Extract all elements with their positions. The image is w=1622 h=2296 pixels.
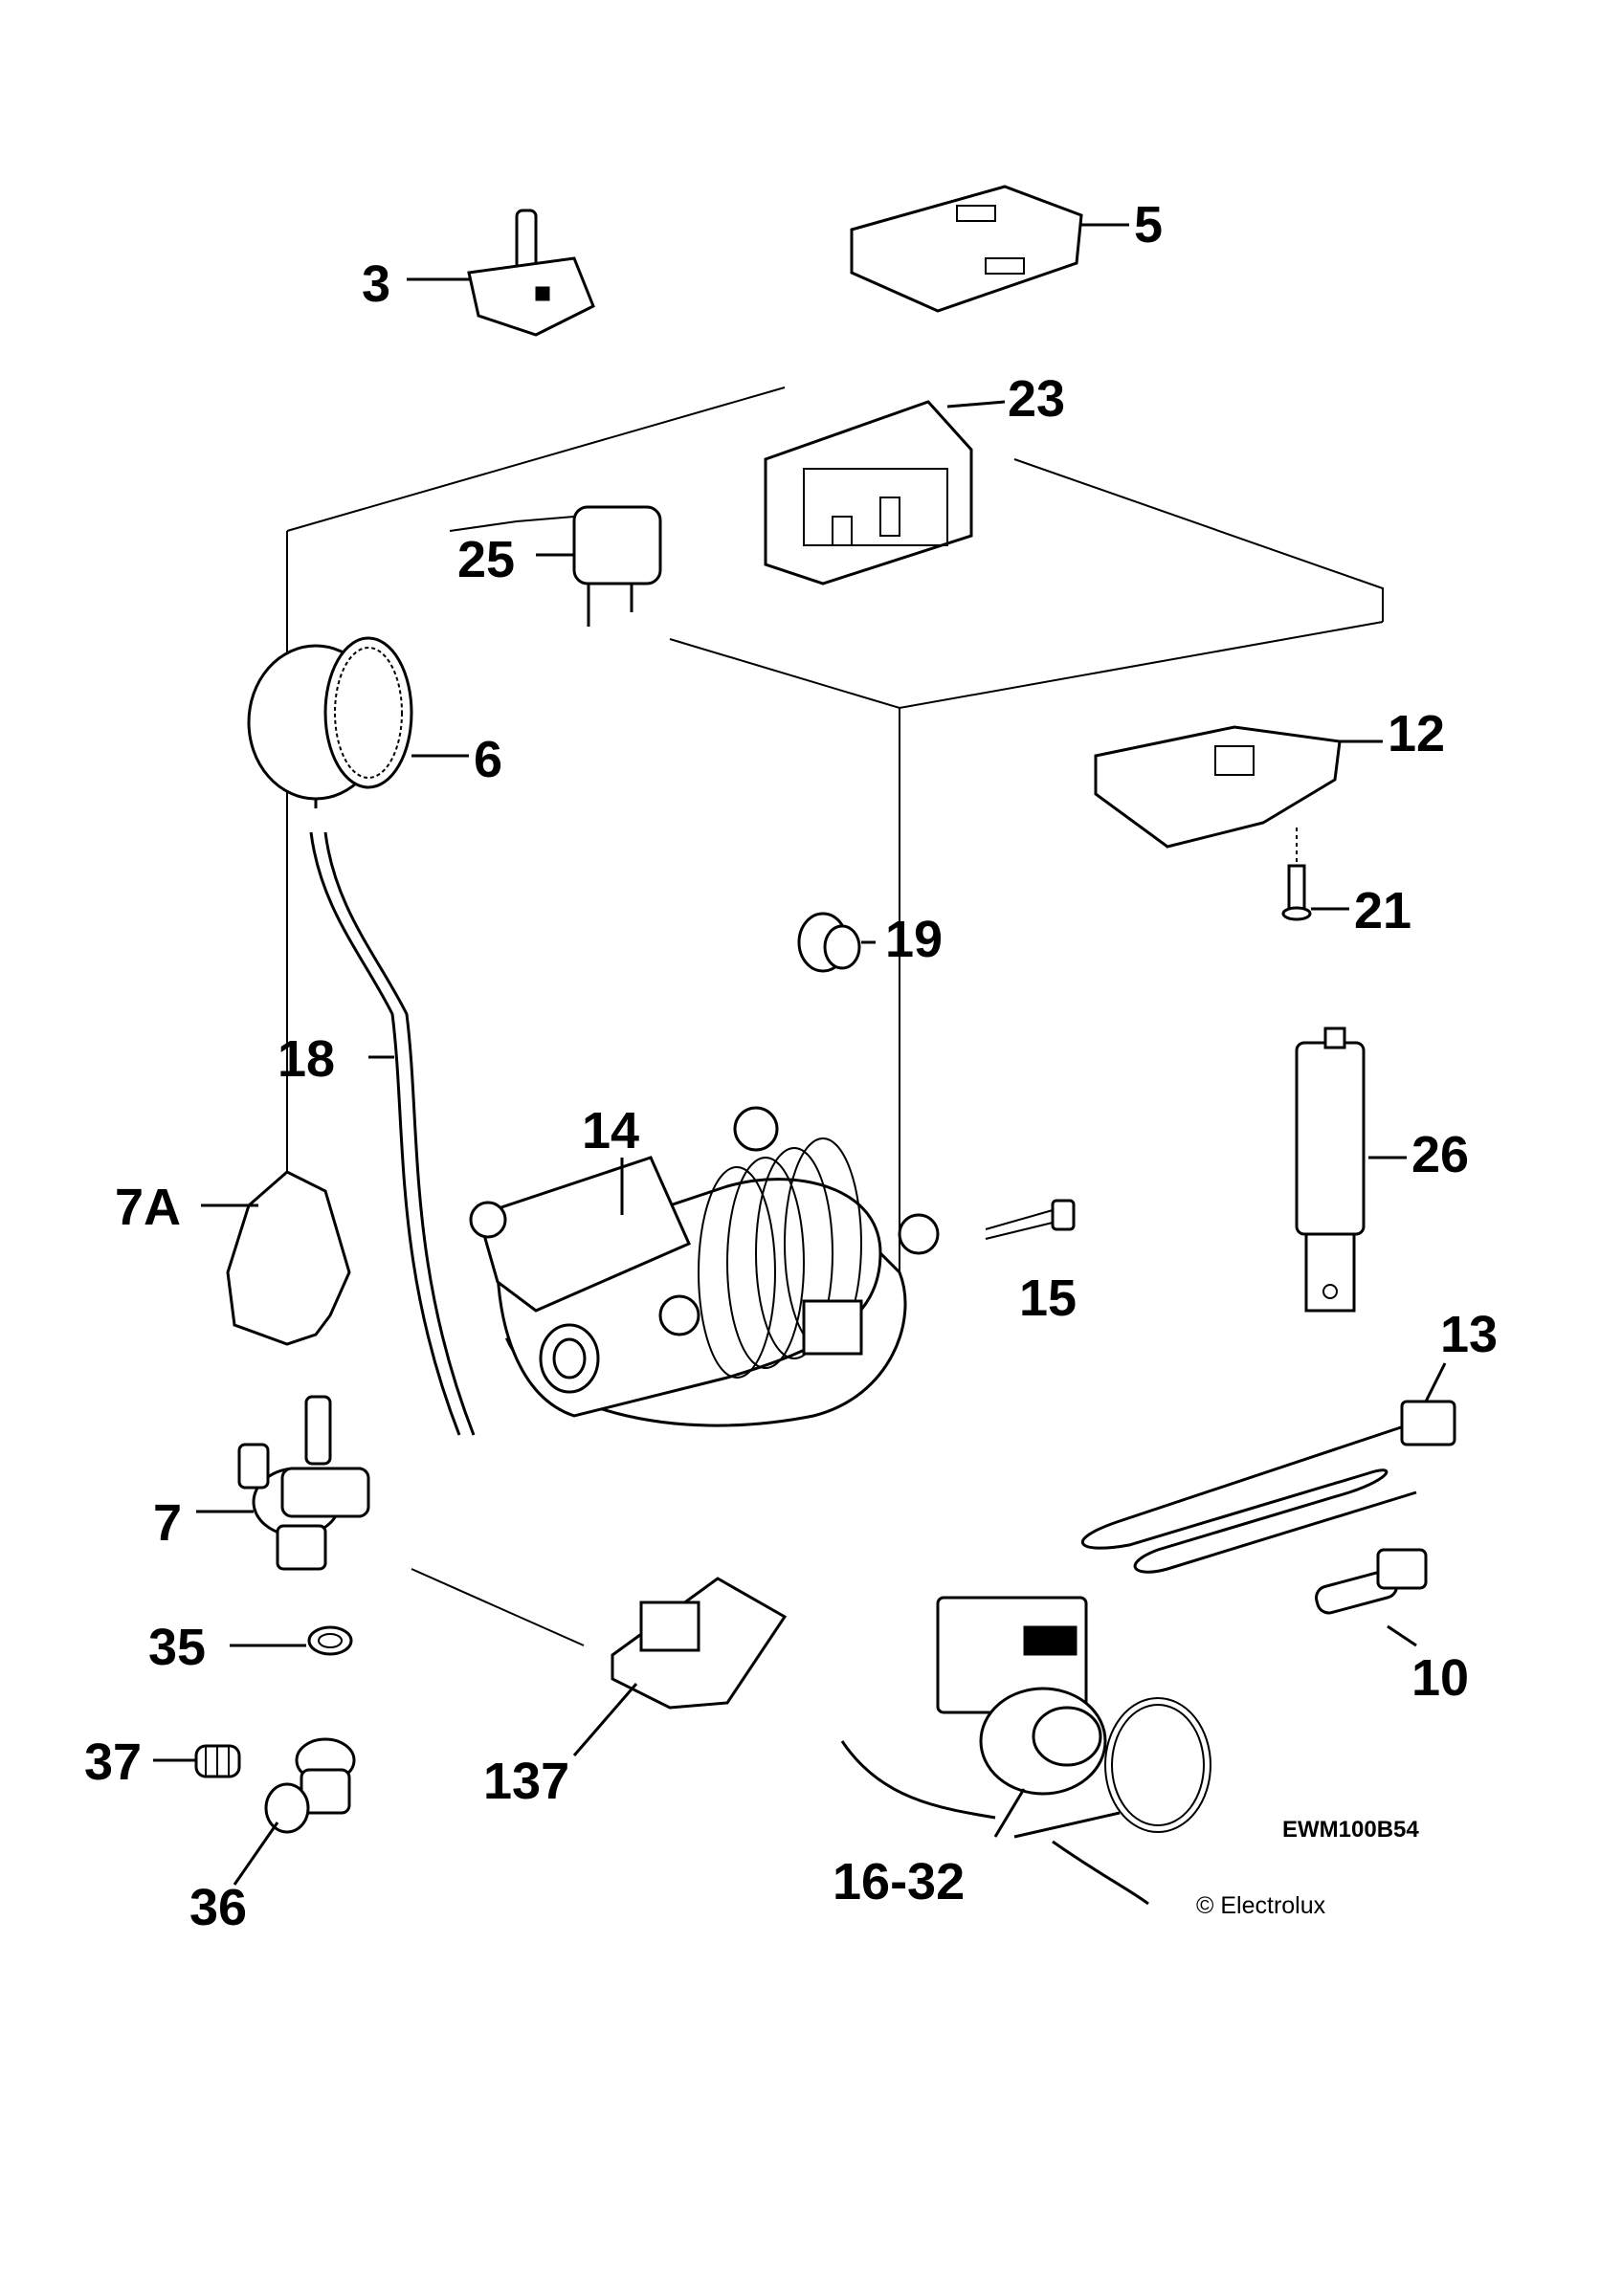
callout-36: 36	[189, 1879, 247, 1936]
callout-21: 21	[1354, 882, 1411, 939]
callout-7: 7	[153, 1494, 182, 1552]
part-13-heating-element	[1081, 1362, 1456, 1574]
part-5-control-board	[850, 185, 1129, 313]
model-code: EWM100B54	[1282, 1817, 1419, 1843]
callout-10: 10	[1411, 1649, 1469, 1707]
part-16-32-drain-pump	[840, 1596, 1211, 1906]
part-36-connector	[233, 1737, 356, 1886]
part-25-suppressor	[536, 505, 662, 627]
part-3-switch	[407, 209, 595, 337]
part-137-board	[572, 1577, 788, 1756]
callout-6: 6	[474, 731, 502, 788]
callout-12: 12	[1388, 705, 1445, 762]
part-19-grommet	[797, 912, 876, 973]
callout-35: 35	[148, 1619, 206, 1676]
callout-13: 13	[1440, 1306, 1498, 1363]
callout-15: 15	[1019, 1269, 1077, 1327]
cabinet-outline	[286, 386, 1384, 1646]
part-26-interference-filter	[1295, 1027, 1407, 1313]
part-37-filter-screen	[153, 1744, 241, 1778]
callout-14: 14	[582, 1102, 639, 1159]
callout-26: 26	[1411, 1126, 1469, 1183]
part-10-ntc-sensor	[1315, 1548, 1428, 1647]
callout-16-32: 16-32	[833, 1853, 965, 1910]
callout-25: 25	[457, 531, 515, 588]
part-7a-cover	[201, 1170, 351, 1346]
callout-5: 5	[1134, 196, 1163, 254]
callout-137: 137	[483, 1753, 569, 1810]
part-14-motor	[469, 1106, 940, 1427]
callout-37: 37	[84, 1733, 142, 1791]
callout-7a: 7A	[115, 1179, 181, 1236]
copyright-text: © Electrolux	[1196, 1892, 1326, 1919]
part-23-electronic-module	[764, 400, 1006, 585]
part-15-screw	[985, 1199, 1076, 1240]
callout-3: 3	[362, 255, 390, 313]
part-18-hose	[309, 831, 476, 1436]
part-35-seal-ring	[230, 1625, 353, 1656]
part-21-screw	[1281, 828, 1349, 921]
callout-19: 19	[885, 911, 943, 968]
part-12-door-lock	[1094, 725, 1383, 849]
part-6-programmer	[247, 636, 469, 808]
part-7-inlet-valve	[196, 1395, 370, 1571]
callout-18: 18	[278, 1030, 335, 1088]
callout-23: 23	[1008, 370, 1065, 428]
